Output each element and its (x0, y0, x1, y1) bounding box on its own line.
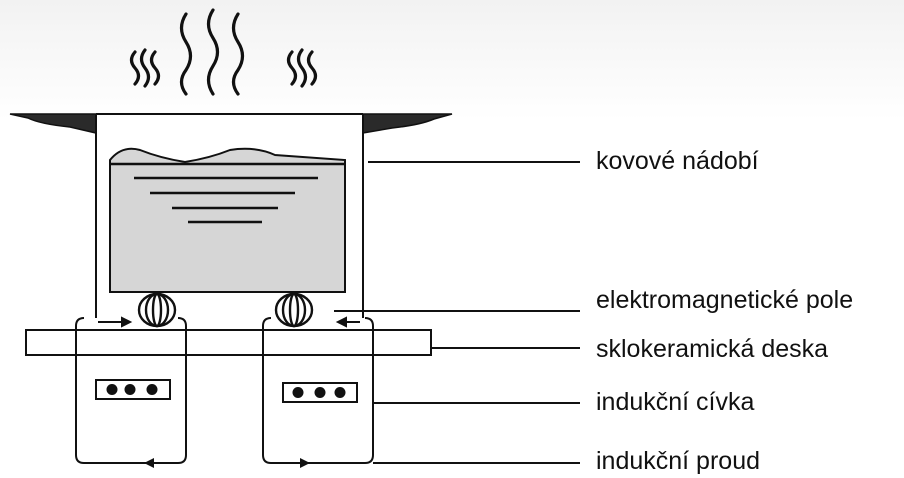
steam-icon (129, 8, 318, 96)
pot-content (109, 147, 346, 293)
field-arrows (98, 316, 360, 328)
label-glass-plate: sklokeramická deska (596, 335, 829, 363)
induction-unit-right (262, 317, 374, 464)
label-induction-current: indukční proud (596, 447, 761, 475)
pot-handles (9, 113, 453, 134)
leader-lines (334, 161, 580, 464)
induction-coil-icon-left (95, 379, 171, 400)
label-cookware: kovové nádobí (596, 147, 759, 175)
metal-cookware (95, 113, 364, 318)
em-field-coil-left (137, 292, 177, 328)
induction-unit-left (75, 317, 187, 464)
current-arrows (144, 458, 310, 468)
label-em-field: elektromagnetické pole (596, 286, 854, 314)
label-induction-coil: indukční cívka (596, 388, 755, 416)
glass-ceramic-plate (25, 329, 432, 356)
induction-coil-icon-right (282, 382, 358, 403)
em-field-coil-right (274, 292, 314, 328)
